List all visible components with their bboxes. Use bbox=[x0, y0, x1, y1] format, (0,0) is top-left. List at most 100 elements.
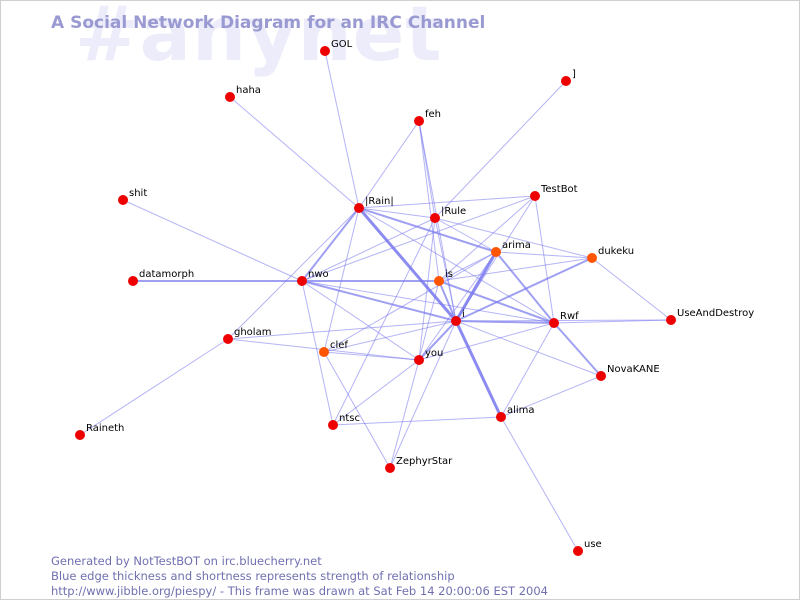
edge-gholam-rain bbox=[227, 207, 360, 340]
node-label: is bbox=[445, 269, 453, 280]
node-label: UseAndDestroy bbox=[677, 308, 754, 319]
edge-dukeku-useanddestroy bbox=[591, 257, 672, 321]
edge-feh-rain bbox=[358, 120, 420, 209]
node-label: ntsc bbox=[339, 413, 360, 424]
edge-haha-rain bbox=[229, 96, 360, 209]
node-dot bbox=[385, 463, 395, 473]
edge-rule-ntsc bbox=[332, 217, 436, 426]
edge-testbot-nwo bbox=[301, 195, 536, 282]
node-dot bbox=[320, 46, 330, 56]
node-label: |Rain| bbox=[365, 196, 394, 207]
node-label: Rwf bbox=[560, 311, 579, 322]
edge-gol-rain bbox=[324, 50, 360, 209]
edge-nwo-rwf bbox=[301, 280, 555, 324]
edge-rule-dukeku bbox=[434, 217, 593, 259]
edge-testbot-is bbox=[438, 195, 536, 282]
node-dot bbox=[561, 76, 571, 86]
node-dot bbox=[530, 191, 540, 201]
node-dot bbox=[128, 276, 138, 286]
edge-rwf-alima bbox=[500, 322, 555, 418]
node-label: haha bbox=[236, 85, 261, 96]
node-shit: shit bbox=[118, 188, 147, 205]
node-you: you bbox=[414, 348, 443, 365]
node-label: you bbox=[425, 348, 443, 359]
node-testbot: TestBot bbox=[530, 184, 578, 201]
node-bracket: ] bbox=[561, 69, 576, 86]
edge-i-clef bbox=[323, 320, 457, 353]
node-dot bbox=[430, 213, 440, 223]
node-dot bbox=[496, 412, 506, 422]
node-label: use bbox=[584, 539, 602, 550]
node-ntsc: ntsc bbox=[328, 413, 360, 430]
node-dot bbox=[297, 276, 307, 286]
diagram-title: A Social Network Diagram for an IRC Chan… bbox=[51, 13, 486, 33]
edge-you-zephyrstar bbox=[389, 359, 420, 469]
edge-rwf-useanddestroy bbox=[553, 319, 672, 324]
edge-i-you bbox=[418, 320, 457, 361]
footer-text: Generated by NotTestBOT on irc.bluecherr… bbox=[51, 554, 548, 599]
node-novakane: NovaKANE bbox=[596, 364, 660, 381]
node-label: shit bbox=[129, 188, 147, 199]
node-dot bbox=[451, 316, 461, 326]
node-i: i bbox=[451, 309, 465, 326]
edge-arima-clef bbox=[323, 251, 497, 353]
edge-rain-testbot bbox=[358, 195, 536, 209]
node-dot bbox=[491, 247, 501, 257]
node-dot bbox=[587, 253, 597, 263]
edge-rule-arima bbox=[434, 217, 497, 253]
node-dot bbox=[223, 334, 233, 344]
edge-rule-i bbox=[434, 217, 457, 322]
node-label: NovaKANE bbox=[607, 364, 660, 375]
edge-alima-novakane bbox=[500, 375, 602, 418]
node-is: is bbox=[434, 269, 453, 286]
edge-rain-rule bbox=[358, 207, 436, 219]
node-haha: haha bbox=[225, 85, 261, 102]
edge-i-useanddestroy bbox=[455, 319, 672, 322]
node-rwf: Rwf bbox=[549, 311, 579, 328]
edge-rain-arima bbox=[358, 207, 497, 253]
node-label: alima bbox=[507, 405, 535, 416]
node-zephyrstar: ZephyrStar bbox=[385, 456, 453, 473]
edge-alima-ntsc bbox=[332, 416, 502, 426]
node-dot bbox=[354, 203, 364, 213]
node-useanddestroy: UseAndDestroy bbox=[666, 308, 754, 325]
edge-rwf-novakane bbox=[553, 322, 602, 377]
node-dot bbox=[75, 430, 85, 440]
edge-you-ntsc bbox=[332, 359, 420, 426]
edge-nwo-you bbox=[301, 280, 420, 361]
edge-rain-i bbox=[357, 207, 458, 322]
node-label: dukeku bbox=[598, 246, 634, 257]
node-dot bbox=[328, 420, 338, 430]
edge-feh-is bbox=[418, 120, 440, 282]
edge-rule-you bbox=[418, 217, 436, 361]
node-label: TestBot bbox=[540, 184, 578, 195]
node-label: |Rule bbox=[441, 206, 466, 217]
edge-rain-nwo bbox=[301, 207, 360, 282]
edge-nwo-ntsc bbox=[301, 280, 334, 426]
node-dot bbox=[573, 546, 583, 556]
node-datamorph: datamorph bbox=[128, 269, 194, 286]
footer-timestamp: http://www.jibble.org/piespy/ - This fra… bbox=[51, 584, 548, 598]
edge-i-novakane bbox=[455, 320, 602, 377]
node-arima: arima bbox=[491, 240, 531, 257]
edge-arima-i bbox=[454, 251, 498, 322]
node-clef: clef bbox=[319, 340, 348, 357]
node-label: arima bbox=[502, 240, 531, 251]
node-gol: GOL bbox=[320, 39, 353, 56]
node-label: gholam bbox=[234, 327, 271, 338]
node-label: datamorph bbox=[139, 269, 194, 280]
edge-testbot-rwf bbox=[534, 195, 555, 324]
node-gholam: gholam bbox=[223, 327, 271, 344]
node-rule: |Rule bbox=[430, 206, 466, 223]
node-use: use bbox=[573, 539, 602, 556]
edge-i-zephyrstar bbox=[389, 320, 457, 469]
node-dot bbox=[414, 355, 424, 365]
node-dot bbox=[434, 276, 444, 286]
edge-raineth-gholam bbox=[79, 338, 229, 436]
edge-dukeku-is bbox=[438, 257, 593, 282]
node-dot bbox=[549, 318, 559, 328]
node-label: nwo bbox=[308, 269, 329, 280]
channel-watermark: #anynet bbox=[75, 0, 443, 78]
